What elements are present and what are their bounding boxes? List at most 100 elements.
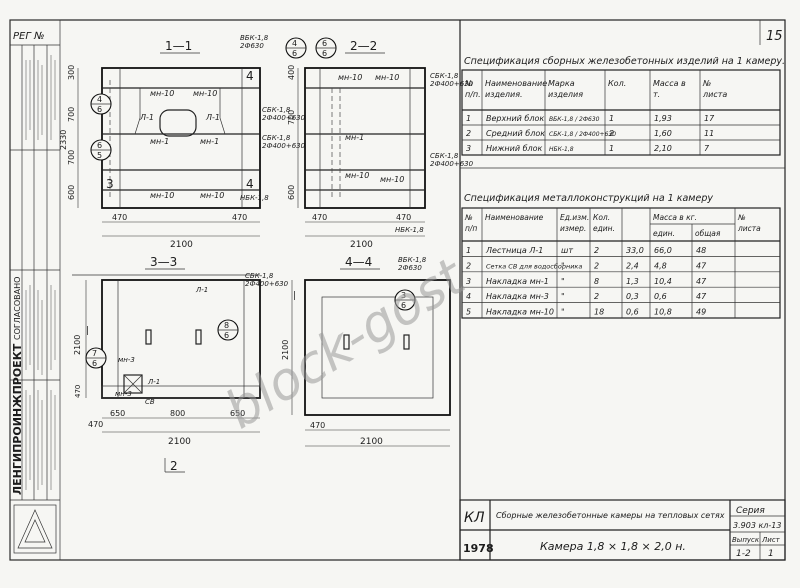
- spec2-cell-0-0: 1: [466, 246, 471, 255]
- spec1-cell-1-0: 2: [466, 129, 471, 138]
- spec1-cell-1-2: СБК-1,8 / 2Ф400+630: [549, 131, 616, 138]
- spec2-cell-3-0: 4: [466, 292, 471, 301]
- spec1-cell-1-5: 11: [704, 129, 714, 138]
- dim-700-b: 700: [67, 150, 76, 165]
- dim-470-c: 470: [312, 213, 327, 222]
- spec2-cell-4-6: 49: [696, 308, 706, 317]
- spec1-title: Спецификация сборных железобетонных изде…: [464, 56, 785, 67]
- spec1-cell-0-2: ВБК-1,8 / 2Ф630: [549, 116, 600, 123]
- spec2-cell-0-1: Лестница Л-1: [485, 246, 543, 255]
- spec1-cell-2-3: 1: [609, 144, 614, 153]
- section-1-1-outline: [101, 67, 261, 209]
- dim-2100-a: 2100: [170, 240, 193, 250]
- spec1-cell-2-2: НБК-1,8: [549, 146, 574, 153]
- mn3-label-a: мн-3: [118, 356, 135, 364]
- dim-2100-b: 2100: [350, 240, 373, 250]
- dim-600-b: 600: [287, 185, 296, 200]
- bubble-4-6: 46: [285, 37, 307, 59]
- dim-2100-d: 2100: [168, 437, 191, 447]
- dim-2100-e: 2100: [281, 340, 290, 360]
- spec2-cell-4-2: ": [561, 308, 565, 317]
- svg-text:4: 4: [292, 39, 297, 48]
- dim-650-a: 650: [110, 409, 125, 418]
- spec2-cell-0-4: 33,0: [626, 246, 644, 255]
- spec1-header-3: Кол.: [608, 79, 626, 88]
- spec1-cell-0-3: 1: [609, 114, 614, 123]
- plan-4-4-outline: [304, 279, 451, 416]
- series-label: Серия: [736, 506, 765, 516]
- dim-470-a: 470: [112, 213, 127, 222]
- spec2-cell-3-6: 47: [696, 292, 707, 301]
- ladder-label-c: Л-1: [147, 378, 160, 386]
- mark-bar-b: |: [293, 291, 296, 301]
- svg-text:6: 6: [401, 301, 406, 310]
- issue-value: 1-2: [736, 549, 751, 559]
- mn3-label-b: мн-3: [115, 390, 132, 398]
- series-value: 3.903 кл-13: [733, 521, 781, 530]
- sbk-callout-c-sub: 2Ф400+630: [430, 80, 474, 88]
- dim-2330: 2330: [59, 130, 68, 150]
- agreed-label: СОГЛАСОВАНО: [13, 277, 22, 340]
- bubble-3-6: 36: [394, 289, 416, 311]
- section-2-2: 2—2 мн-10 мн-10 мн-1 мн-10 мн-10 СБК-1,8…: [287, 39, 474, 250]
- sbk-callout-b-sub: 2Ф400+630: [262, 142, 306, 150]
- spec2-cell-4-3: 18: [594, 308, 604, 317]
- bubble-4-6-left: 46: [90, 93, 112, 115]
- org-name: ЛЕНГИПРОИНЖПРОЕКТ: [11, 343, 24, 495]
- spec2-cell-2-1: Накладка мн-1: [486, 277, 549, 286]
- spec2-cell-0-2: шт: [561, 246, 573, 255]
- left-stamp: РЕГ № СОГЛАСОВАНО ЛЕНГИПРОИНЖПРОЕКТ: [9, 19, 61, 561]
- dim-470-g: 470: [310, 421, 325, 430]
- dim-470-b: 470: [232, 213, 247, 222]
- bubble-6-5: 65: [90, 139, 112, 161]
- sbk-callout-b: СБК-1,8: [262, 134, 291, 142]
- svg-text:6: 6: [224, 331, 229, 340]
- nbk-callout-b: НБК-1,8: [395, 226, 424, 234]
- mn1-label-c: мн-1: [345, 133, 364, 142]
- bubble-7-6: 76: [85, 347, 107, 369]
- spec2-header-4: Масса в кг.: [653, 213, 697, 222]
- issue-label: Выпуск: [732, 536, 760, 544]
- spec2-cell-1-6: 47: [696, 261, 707, 270]
- spec1-cell-2-5: 7: [704, 144, 710, 153]
- cut-2-mark: 2: [170, 459, 178, 473]
- mark-4-bottom: 4: [246, 177, 254, 191]
- spec2-cell-3-2: ": [561, 292, 565, 301]
- svg-text:6: 6: [322, 49, 327, 58]
- vbk-callout: ВБК-1,8: [240, 34, 269, 42]
- section-3-3: 3—3 мн-3 мн-3 Л-1 СВ Л-1 СБК-1,8 2Ф400+6…: [72, 255, 289, 473]
- dim-470-e: 470: [74, 385, 82, 398]
- spec1-cell-1-1: Средний блок: [486, 129, 545, 138]
- mn10-label-c: мн-10: [150, 191, 174, 200]
- sbk-callout-e: СБК-1,8: [245, 272, 274, 280]
- spec2-cell-1-5: 4,8: [654, 261, 667, 270]
- vbk-callout-b: ВБК-1,8: [398, 256, 427, 264]
- spec2-cell-2-3: 8: [594, 277, 599, 286]
- spec2-cell-2-6: 47: [696, 277, 707, 286]
- svg-text:4: 4: [97, 95, 102, 104]
- spec2-cell-2-0: 3: [466, 277, 471, 286]
- sbk-callout-d-sub: 2Ф400+630: [430, 160, 474, 168]
- spec1-cell-1-3: 2: [609, 129, 614, 138]
- dim-2100-f: 2100: [360, 437, 383, 447]
- stamp-code: КЛ: [464, 510, 485, 526]
- spec-table-concrete: Спецификация сборных железобетонных изде…: [459, 20, 785, 560]
- bubble-6-6: 66: [315, 37, 337, 59]
- mn10-label-e: мн-10: [338, 73, 362, 82]
- svg-text:7: 7: [92, 349, 97, 358]
- spec2-cell-3-1: Накладка мн-3: [486, 292, 549, 301]
- mn10-label-h: мн-10: [380, 175, 404, 184]
- section-1-1-title: 1—1: [165, 39, 192, 53]
- sbk-callout-e-sub: 2Ф400+630: [245, 280, 289, 288]
- svg-text:3: 3: [401, 291, 406, 300]
- mark-3-left: 3: [106, 177, 114, 191]
- dim-650-b: 650: [230, 409, 245, 418]
- mn10-label-f: мн-10: [375, 73, 399, 82]
- spec2-cell-3-5: 0,6: [654, 292, 667, 301]
- spec2-subheader-1: общая: [695, 229, 721, 238]
- spec1-cell-0-4: 1,93: [654, 114, 672, 123]
